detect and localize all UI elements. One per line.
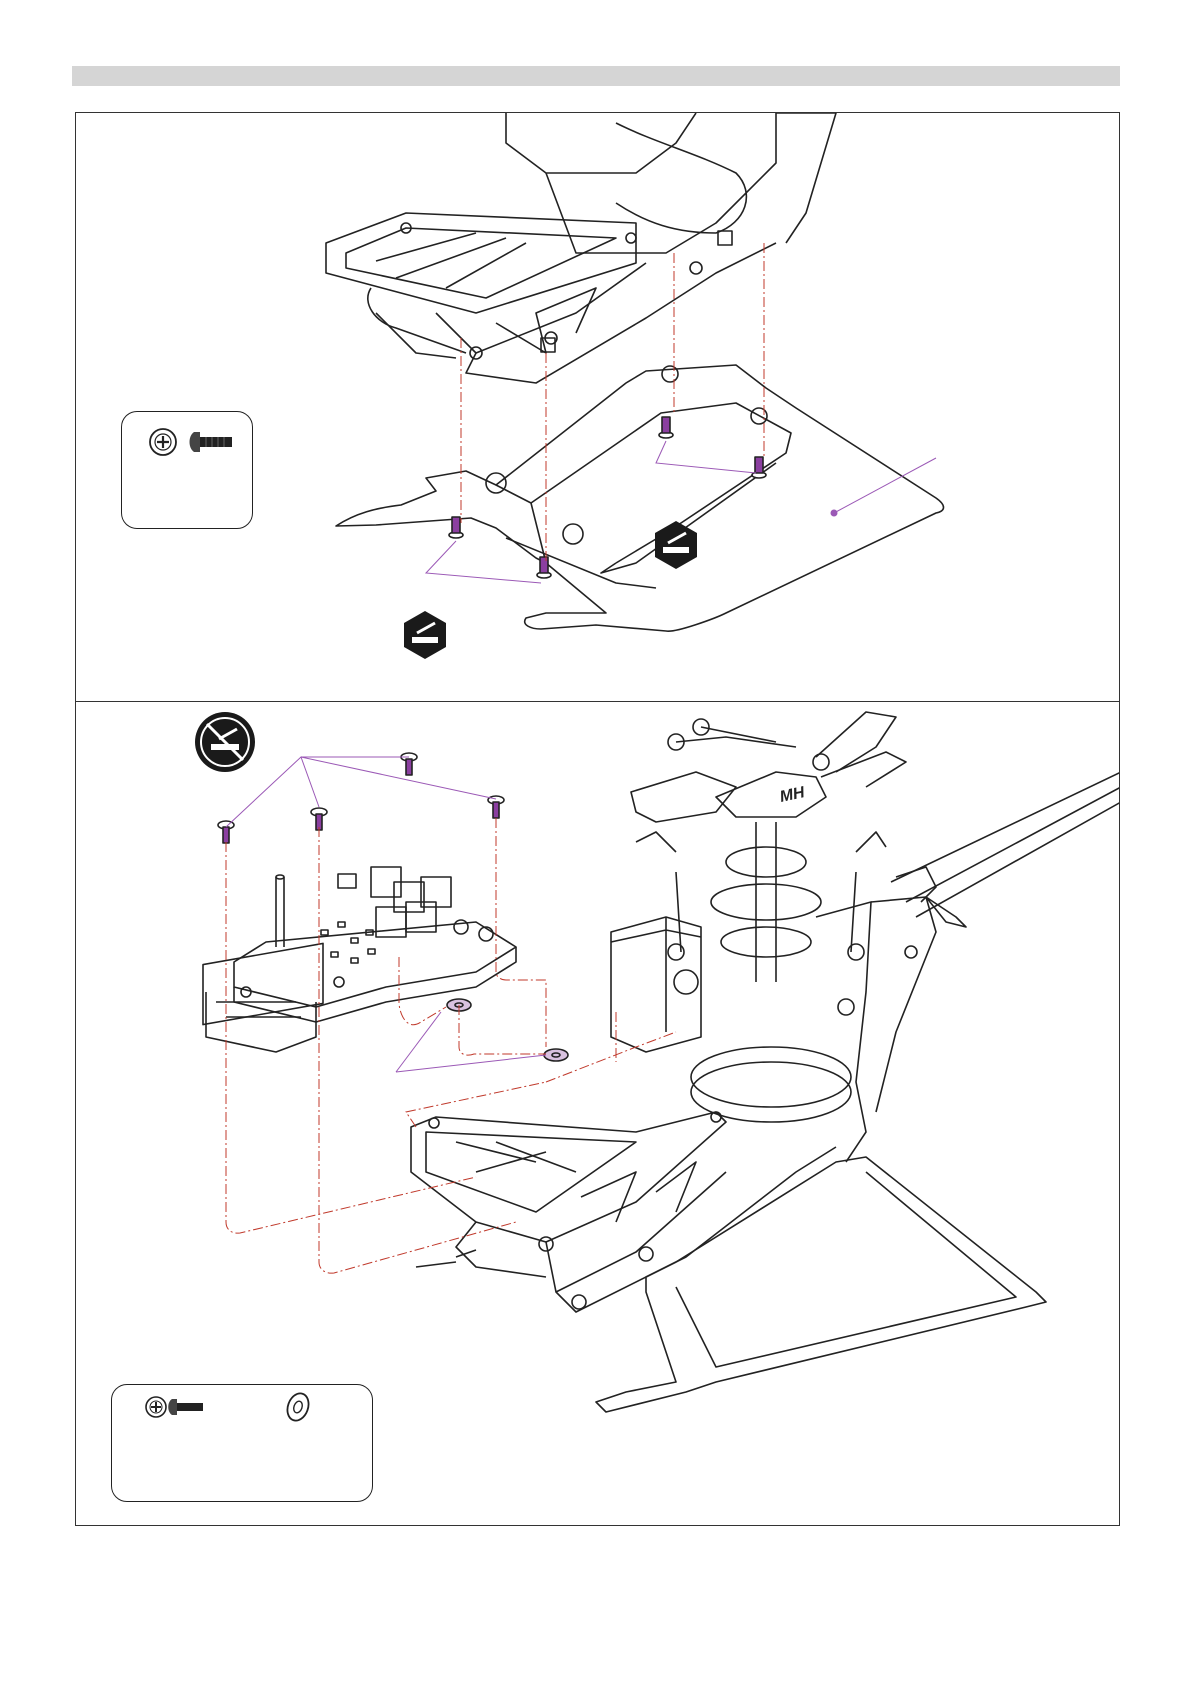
board-screws	[218, 753, 504, 843]
parts-legend-bottom	[111, 1384, 373, 1502]
washer-icon	[284, 1390, 312, 1423]
main-frame	[326, 113, 836, 383]
frame-skid-assembly-diagram	[76, 113, 1120, 702]
threadlock-icon	[655, 521, 697, 569]
tail-boom	[891, 772, 1120, 927]
phillips-head-icon	[146, 1397, 166, 1417]
button-head-screw-icon	[168, 1399, 203, 1415]
header-bar	[72, 66, 1120, 86]
rotor-head: MH	[631, 712, 906, 822]
landing-skid	[336, 365, 944, 631]
landing-skid	[416, 1157, 1046, 1412]
helicopter-body	[411, 822, 936, 1312]
parts-legend-top	[121, 411, 253, 529]
button-head-screw-icon	[190, 432, 233, 452]
alignment-guides	[461, 243, 764, 563]
threadlock-icon	[404, 611, 446, 659]
step-panel-bottom: MH	[75, 701, 1120, 1526]
svg-text:MH: MH	[778, 784, 806, 806]
no-threadlock-icon	[195, 712, 255, 772]
phillips-head-icon	[150, 429, 176, 455]
washers	[447, 999, 568, 1061]
step-panel-top	[75, 112, 1120, 702]
receiver-board	[203, 867, 516, 1052]
